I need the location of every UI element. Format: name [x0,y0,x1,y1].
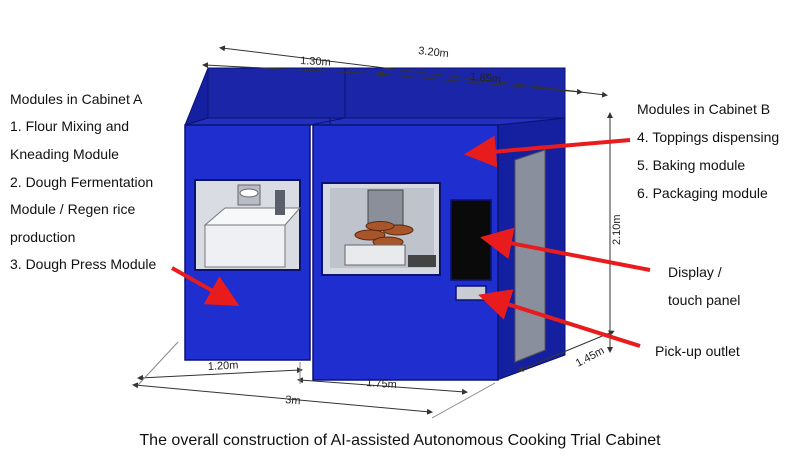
cabinet-b-line: 5. Baking module [637,157,746,173]
dim-top-b: 1.85m [470,71,502,86]
cabinet-a-window [194,179,302,271]
cabinet-a-line: 3. Dough Press Module [10,256,157,272]
cabinet-b-line: 4. Toppings dispensing [637,129,780,145]
display-callout-line2: touch panel [668,292,741,308]
cabinet-a-line: 2. Dough Fermentation [10,174,154,190]
dim-height: 2.10m [611,214,623,245]
dim-total-top: 3.20m [418,45,450,60]
cabinet-b-line: 6. Packaging module [637,185,768,201]
arrow-display [480,227,651,272]
cabinet-b-heading: Modules in Cabinet B [637,101,771,117]
dimension-lines [132,45,615,419]
callout-arrows [171,135,651,348]
arrow-cabinet-a [171,266,240,306]
cabinet-b-window [321,182,441,276]
dim-depth: 1.45m [574,345,607,370]
dimension-labels: 3.20m 1.30m 1.85m 2.10m 1.45m 1.20m 1.75… [208,45,623,407]
cabinet-a-heading: Modules in Cabinet A [10,91,143,107]
arrow-cabinet-b [464,135,631,168]
dim-bottom-a: 1.20m [208,359,239,373]
cabinet-a-line: production [10,229,76,245]
pickup-callout: Pick-up outlet [655,343,740,359]
dim-top-a: 1.30m [300,55,331,69]
cabinet-a-line: 1. Flour Mixing and [10,118,130,134]
cabinet-a-line: Module / Regen rice [10,201,136,217]
cabinet-a-line: Kneading Module [10,146,119,162]
arrow-pickup [478,289,641,348]
display-callout-line1: Display / [668,264,722,280]
figure-caption: The overall construction of AI-assisted … [139,432,661,449]
dim-bottom-b: 1.75m [366,377,397,391]
dim-total-bottom: 3m [285,394,301,407]
